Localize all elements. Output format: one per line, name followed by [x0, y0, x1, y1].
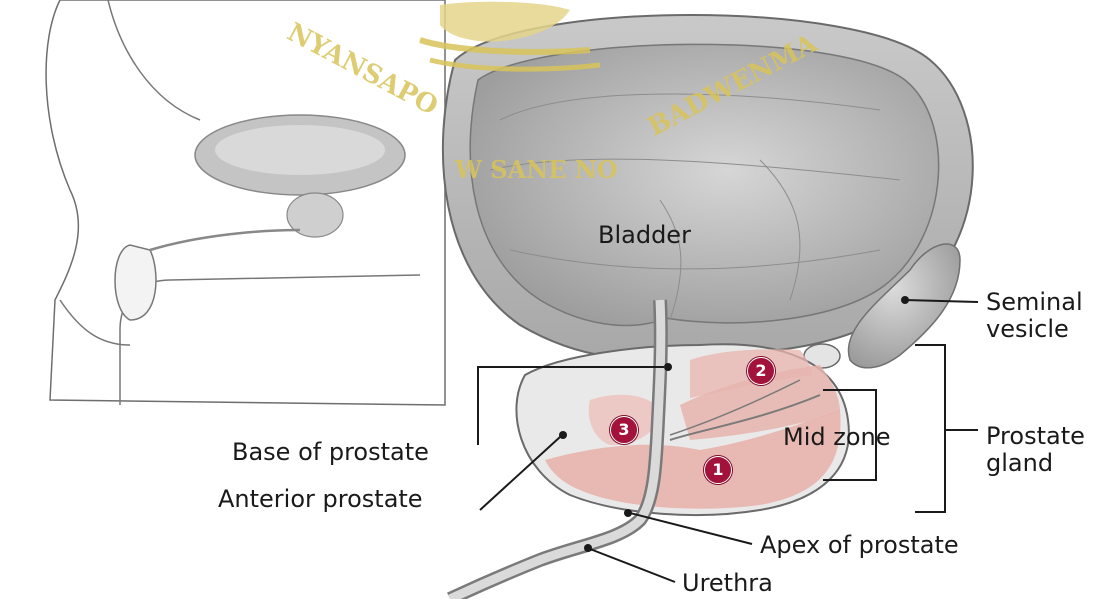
label-seminal-vesicle-line2: vesicle [986, 316, 1083, 343]
inset-body-silhouette [46, 0, 445, 405]
zone-badge-1: 1 [704, 456, 732, 484]
label-prostate-gland-line2: gland [986, 450, 1085, 477]
zone-badge-2: 2 [747, 357, 775, 385]
label-bladder: Bladder [598, 222, 691, 249]
label-mid-zone: Mid zone [783, 424, 891, 451]
label-anterior-prostate: Anterior prostate [218, 486, 423, 513]
label-urethra: Urethra [682, 570, 773, 597]
label-prostate-gland-line1: Prostate [986, 423, 1085, 450]
watermark-text-bottom: W SANE NO [454, 155, 618, 184]
zone-badge-3: 3 [610, 416, 638, 444]
label-prostate-gland: Prostate gland [986, 423, 1085, 477]
label-apex-of-prostate: Apex of prostate [760, 532, 959, 559]
label-seminal-vesicle-line1: Seminal [986, 289, 1083, 316]
label-base-of-prostate: Base of prostate [232, 439, 429, 466]
label-seminal-vesicle: Seminal vesicle [986, 289, 1083, 343]
